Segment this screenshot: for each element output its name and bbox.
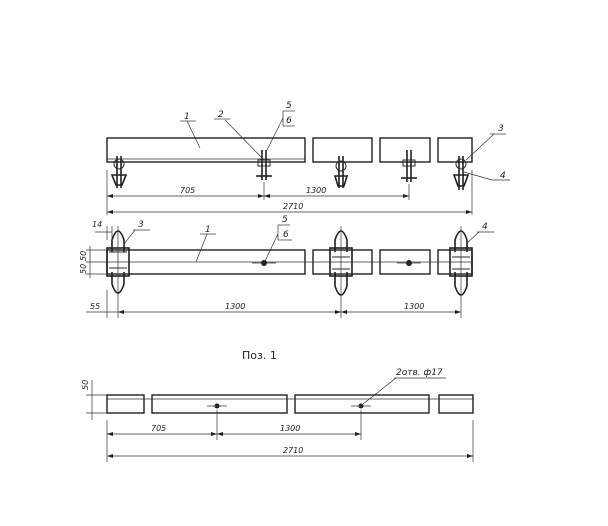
front-beam-segment-1 [106,137,306,163]
plan-callout-1: 1 [205,225,211,235]
detail-dim-50: 50 [81,380,90,390]
plan-dim-50-lower: 50 [79,264,88,274]
front-dim-705: 705 [180,186,195,195]
front-callout-1: 1 [184,112,190,122]
front-beam-segment-4 [437,137,473,163]
front-beam-segment-3 [379,137,431,163]
detail-dim-2710: 2710 [283,446,303,455]
detail-dim-1300: 1300 [280,424,300,433]
front-right-clamp [452,156,470,190]
plan-callout-3: 3 [138,220,144,230]
plan-dim-1300-left: 1300 [225,302,245,311]
plan-dim-14: 14 [92,220,102,229]
detail-beam-segment-1 [106,394,145,414]
front-callout-3: 3 [498,124,504,134]
detail-height-dimension [86,380,107,420]
plan-vertical-dimensions [86,246,107,278]
plan-right-shackle [449,226,473,300]
position-title: Поз. 1 [242,349,277,362]
plan-callout-5: 5 [282,215,288,225]
detail-dim-705: 705 [151,424,166,433]
detail-beam-segment-4 [438,394,474,414]
front-callout-6: 6 [286,116,292,126]
front-dim-2710: 2710 [283,202,303,211]
plan-hole-2 [397,260,421,266]
plan-hole-1 [252,260,276,266]
plan-view: 50 50 14 55 1300 1300 [79,215,494,318]
front-left-clamp [110,156,128,188]
front-bolt-3 [401,150,417,182]
detail-hole-note: 2отв. ф17 [396,368,443,378]
front-callout-leaders [180,110,510,181]
plan-dim-55: 55 [90,302,100,311]
plan-callout-leaders [123,224,494,263]
plan-bottom-dimensions [86,290,462,318]
detail-hole-2 [351,403,371,409]
front-bolt-2 [333,156,349,188]
plan-callout-6: 6 [283,230,289,240]
front-dim-1300: 1300 [306,186,326,195]
detail-dimensions [106,410,474,462]
plan-dim-14-lines [95,226,113,240]
detail-hole-leader [362,377,446,405]
detail-beam-segment-2 [151,394,288,414]
detail-hole-1 [207,403,227,409]
plan-middle-shackle [329,226,353,300]
plan-dim-1300-right: 1300 [404,302,424,311]
front-callout-5: 5 [286,101,292,111]
detail-view: 50 2отв. ф17 705 1300 2710 [81,368,474,462]
plan-dim-50-upper: 50 [79,251,88,261]
front-callout-4: 4 [500,171,506,181]
front-callout-2: 2 [218,110,224,120]
front-dimensions [106,170,473,215]
plan-callout-4: 4 [482,222,488,232]
front-view: 705 1300 2710 1 2 5 6 3 4 [106,101,510,215]
